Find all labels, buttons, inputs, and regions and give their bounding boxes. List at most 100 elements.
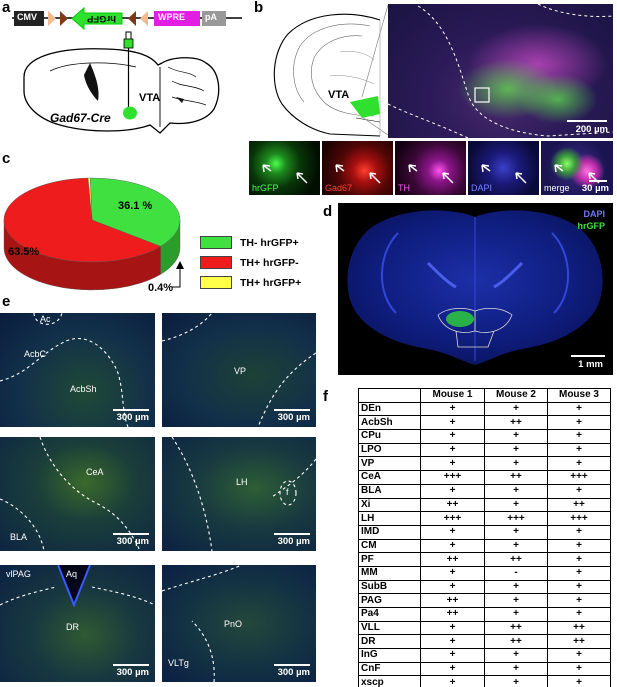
table-row: Xi+++++ [358,497,611,513]
channel-label: DAPI [471,183,493,193]
table-row: InG+++ [358,648,611,663]
inset-hrgfp: hrGFP [249,141,320,195]
density-cell: + [484,538,548,554]
density-cell: + [484,483,548,499]
brain-outline [23,48,220,134]
panel-label-a: a [2,0,11,16]
inset-dapi: DAPI [468,141,539,195]
legend-swatch [200,256,232,269]
panel-label-b: b [254,0,264,16]
ventricle [84,63,99,101]
density-cell: + [420,648,485,663]
scale-label: 300 µm [277,536,310,547]
scale-label: 300 µm [277,667,310,678]
dapi-label: DAPI [583,209,605,219]
cmv-box [14,11,44,26]
hrgfp-label: hrGFP [577,221,605,231]
pie-data-label: 0.4% [148,282,173,294]
table-row: xscp+++ [358,675,611,687]
table-row: BLA+++ [358,483,611,499]
scale-label: 300 µm [116,667,149,678]
region-cell: PF [358,552,421,567]
hrgfp-arrow [71,6,123,31]
table-row: VLL+++++ [358,620,611,636]
vta-micrograph: 200 µm [388,4,613,138]
panel-label-d: d [323,203,333,220]
coronal-section-schematic: VTA [270,6,388,138]
density-cell: ++ [547,634,611,650]
density-cell: +++ [420,511,485,526]
table-row: SubB+++ [358,579,611,595]
density-cell: ++ [484,620,548,636]
density-cell: + [420,538,485,554]
region-label: PnO [224,619,243,629]
density-cell: + [547,675,611,687]
mouse-line-label: Gad67-Cre [50,111,111,125]
header-cell [358,388,421,403]
coronal-section-micrograph: DAPI hrGFP 1 mm [338,203,613,375]
density-cell: + [547,415,611,431]
density-cell: + [420,401,485,417]
table-row: LH+++++++++ [358,511,611,526]
density-cell: + [547,401,611,417]
legend-swatch [200,236,232,249]
region-cell: xscp [358,675,421,687]
table-row: DEn+++ [358,401,611,417]
region-label: AcbSh [70,384,97,394]
inset-merge: merge 30 µm [541,141,613,195]
vta-region-label: VTA [328,89,350,101]
region-cell: CnF [358,661,421,677]
cmv-label: CMV [17,12,37,22]
density-cell: ++ [420,552,485,567]
pie-data-label: 63.5% [8,246,39,258]
density-cell: + [484,429,548,444]
region-label: AcbC [24,349,47,359]
lox-triangle [140,11,148,26]
density-cell: + [420,634,485,650]
table-row: IMD+++ [358,524,611,540]
density-cell: + [420,620,485,636]
density-cell: + [420,565,485,581]
region-cell: SubB [358,579,421,595]
legend-swatch [200,276,232,289]
scale-bar [113,664,149,666]
table-row: LPO+++ [358,442,611,458]
density-cell: + [547,565,611,581]
scale-label: 300 µm [277,412,310,423]
density-cell: + [547,648,611,663]
density-cell: + [420,415,485,431]
region-cell: BLA [358,483,421,499]
density-cell: + [484,579,548,595]
density-cell: ++ [547,497,611,513]
lox-triangle [48,11,56,26]
scale-bar [113,409,149,411]
density-cell: ++ [484,552,548,567]
construct-and-brain-schematic [12,6,242,134]
density-cell: ++ [547,620,611,636]
density-cell: + [420,675,485,687]
pa-box [202,11,226,26]
scale-bar [274,533,310,535]
pie-chart: 36.1 %63.5%0.4% [3,177,184,294]
wpre-label: WPRE [158,12,185,22]
density-cell: + [484,442,548,458]
density-cell: + [420,429,485,444]
region-label: VLTg [168,658,189,668]
zoom-lines [361,5,389,135]
density-cell: + [484,456,548,472]
legend-item: TH- hrGFP+ [200,236,299,249]
panel-label-f: f [323,388,328,405]
panel-label-c: c [2,150,11,167]
density-cell: ++ [484,415,548,431]
density-cell: - [484,565,548,581]
legend-label: TH- hrGFP+ [240,236,299,249]
inset-th: TH [395,141,466,195]
table-row: VP+++ [358,456,611,472]
region-label: VP [234,366,247,376]
projection-table: Mouse 1 Mouse 2 Mouse 3 DEn+++AcbSh++++C… [358,388,611,687]
panel-a: CMV hrGFP WPRE pA VTA Gad67-Cre [10,5,245,145]
region-label: CeA [86,467,104,477]
region-cell: MM [358,565,421,581]
legend-label: TH+ hrGFP+ [240,276,302,289]
region-label: Ac [40,314,51,324]
